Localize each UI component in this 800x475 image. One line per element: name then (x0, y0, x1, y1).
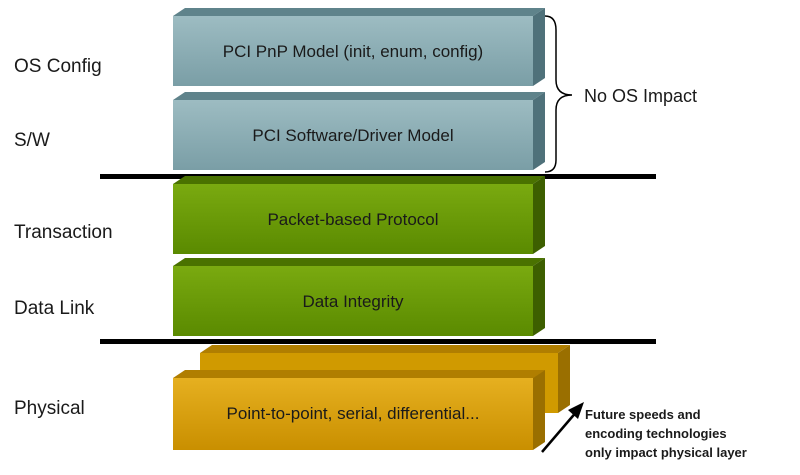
layer-label-os-config: OS Config (14, 56, 102, 77)
future-note-line-1: Future speeds and (585, 407, 701, 422)
block-text-driver-model: PCI Software/Driver Model (252, 126, 454, 145)
block-text-physical: Point-to-point, serial, differential... (226, 404, 480, 423)
block-text-packet-protocol: Packet-based Protocol (267, 210, 439, 229)
block-text-pnp-model: PCI PnP Model (init, enum, config) (222, 42, 484, 61)
future-arrow (541, 402, 584, 453)
layer-label-data-link: Data Link (14, 298, 95, 319)
block-pnp-model (173, 8, 545, 86)
divider-lower (100, 339, 656, 344)
block-packet-protocol (173, 176, 545, 254)
block-text-data-integrity: Data Integrity (302, 292, 404, 311)
layer-label-transaction: Transaction (14, 222, 113, 243)
layer-label-sw: S/W (14, 130, 50, 151)
future-note: Future speeds and encoding technologies … (585, 405, 747, 462)
block-data-integrity (173, 258, 545, 336)
layer-label-physical: Physical (14, 398, 85, 419)
future-note-line-2: encoding technologies (585, 426, 727, 441)
brace-no-os-impact (544, 15, 573, 173)
no-os-impact-label: No OS Impact (584, 86, 698, 106)
block-physical-front (173, 370, 545, 450)
block-driver-model (173, 92, 545, 170)
future-note-line-3: only impact physical layer (585, 445, 747, 460)
